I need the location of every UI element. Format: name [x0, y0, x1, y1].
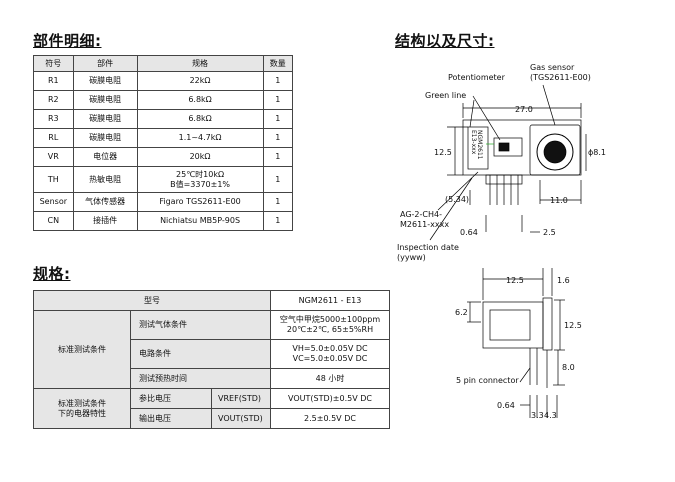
- table-row: 输出电压 VOUT(STD) 2.5±0.5V DC: [34, 408, 390, 429]
- dim-3-3: 3.3: [531, 411, 544, 420]
- cell-spec: Nichiatsu MB5P-90S: [136, 211, 264, 231]
- cell-part: 接插件: [72, 211, 138, 231]
- gas-sensor-cap: [536, 133, 574, 171]
- dim-27: 27.0: [515, 105, 533, 114]
- drawing-heading: 结构以及尺寸:: [395, 32, 495, 50]
- spec-line-2: B值=3370±1%: [170, 179, 231, 189]
- char-group-label: 标准测试条件 下的电器特性: [33, 388, 131, 429]
- label-potentiometer: Potentiometer: [448, 73, 506, 82]
- label-model-2: M2611-xxxx: [400, 220, 449, 229]
- dim-1-6: 1.6: [557, 276, 570, 285]
- board-inner-plate: [467, 126, 489, 170]
- table-row: 电路条件 VH=5.0±0.05V DC VC=5.0±0.05V DC: [34, 339, 390, 369]
- board-marking-1: NGM2611: [476, 130, 483, 160]
- dim-8-0: 8.0: [562, 363, 575, 372]
- gas-value: 空气中甲烷5000±100ppm 20℃±2℃, 65±5%RH: [270, 310, 390, 340]
- table-row: RL 碳膜电阻 1.1~4.7kΩ 1: [33, 128, 294, 148]
- preheat-label: 测试预热时间: [130, 368, 271, 389]
- board-marking-2: E13-xxx: [470, 130, 477, 155]
- cell-part: 碳膜电阻: [72, 128, 138, 148]
- spec-line-1: 25℃时10kΩ: [176, 169, 225, 179]
- col-symbol: 符号: [33, 55, 74, 72]
- label-gas-sensor-1: Gas sensor: [530, 63, 575, 72]
- dim-12-5-right: 12.5: [564, 321, 582, 330]
- dim-phi: ϕ8.1: [588, 148, 606, 157]
- out-value: 2.5±0.5V DC: [270, 408, 390, 429]
- label-connector: 5 pin connector: [456, 376, 519, 385]
- table-row: 标准测试条件 测试气体条件 空气中甲烷5000±100ppm 20℃±2℃, 6…: [33, 310, 390, 389]
- circuit-value-line-1: VH=5.0±0.05V DC: [292, 344, 368, 353]
- table-row: VR 电位器 20kΩ 1: [33, 147, 294, 167]
- spec-heading: 规格:: [33, 265, 71, 283]
- cell-spec: 25℃时10kΩ B值=3370±1%: [136, 166, 264, 193]
- label-gas-sensor-2: (TGS2611-E00): [530, 73, 591, 82]
- table-row: R3 碳膜电阻 6.8kΩ 1: [33, 109, 294, 129]
- model-value: NGM2611 - E13: [270, 290, 390, 311]
- char-group-line-2: 下的电器特性: [58, 408, 106, 418]
- char-group-line-1: 标准测试条件: [58, 398, 106, 408]
- table-row: R2 碳膜电阻 6.8kΩ 1: [33, 90, 294, 110]
- label-inspection-1: Inspection date: [397, 243, 459, 252]
- dim-6-2: 6.2: [455, 308, 468, 317]
- label-green-line: Green line: [425, 91, 466, 100]
- dim-12-5-top: 12.5: [506, 276, 524, 285]
- dim-0-64-bottom: 0.64: [497, 401, 515, 410]
- potentiometer-body: [493, 137, 523, 157]
- table-row: CN 接插件 Nichiatsu MB5P-90S 1: [33, 211, 294, 231]
- table-row: 测试预热时间 48 小时: [34, 368, 390, 389]
- gas-label: 测试气体条件: [130, 310, 271, 340]
- dim-4-3: 4.3: [544, 411, 557, 420]
- dim-5-34: (5.34): [445, 195, 469, 204]
- cell-qty: 1: [262, 211, 294, 231]
- col-part: 部件: [72, 55, 138, 72]
- gas-value-line-2: 20℃±2℃, 65±5%RH: [286, 325, 374, 334]
- circuit-value-line-2: VC=5.0±0.05V DC: [292, 354, 368, 363]
- table-row: 型号 NGM2611 - E13: [33, 290, 390, 311]
- table-row: TH 热敏电阻 25℃时10kΩ B值=3370±1% 1: [33, 166, 294, 193]
- ref-symbol: VREF(STD): [211, 388, 271, 409]
- dim-11: 11.0: [550, 196, 568, 205]
- label-model-1: AG-2-CH4-: [400, 210, 442, 219]
- table-row: Sensor 气体传感器 Figaro TGS2611-E00 1: [33, 192, 294, 212]
- parts-table: 符号 部件 规格 数量 R1 碳膜电阻 22kΩ 1 R2 碳膜电阻 6.8kΩ…: [33, 55, 294, 231]
- dim-12-5-left: 12.5: [434, 148, 452, 157]
- col-qty: 数量: [262, 55, 294, 72]
- table-header-row: 符号 部件 规格 数量: [33, 55, 294, 72]
- parts-heading: 部件明细:: [33, 32, 102, 50]
- cell-part: 热敏电阻: [72, 166, 138, 193]
- gas-value-line-1: 空气中甲烷5000±100ppm: [279, 315, 381, 324]
- out-symbol: VOUT(STD): [211, 408, 271, 429]
- table-row: 标准测试条件 下的电器特性 参比电压 VREF(STD) VOUT(STD)±0…: [33, 388, 390, 429]
- out-label: 输出电压: [130, 408, 212, 429]
- label-inspection-2: (yyww): [397, 253, 426, 262]
- dim-2-5: 2.5: [543, 228, 556, 237]
- table-row: R1 碳膜电阻 22kΩ 1: [33, 71, 294, 91]
- spec-table: 型号 NGM2611 - E13 标准测试条件 测试气体条件 空气中甲烷5000…: [33, 290, 390, 429]
- cell-qty: 1: [262, 166, 294, 193]
- dim-0-64-top: 0.64: [460, 228, 478, 237]
- side-board-outline: [482, 301, 544, 349]
